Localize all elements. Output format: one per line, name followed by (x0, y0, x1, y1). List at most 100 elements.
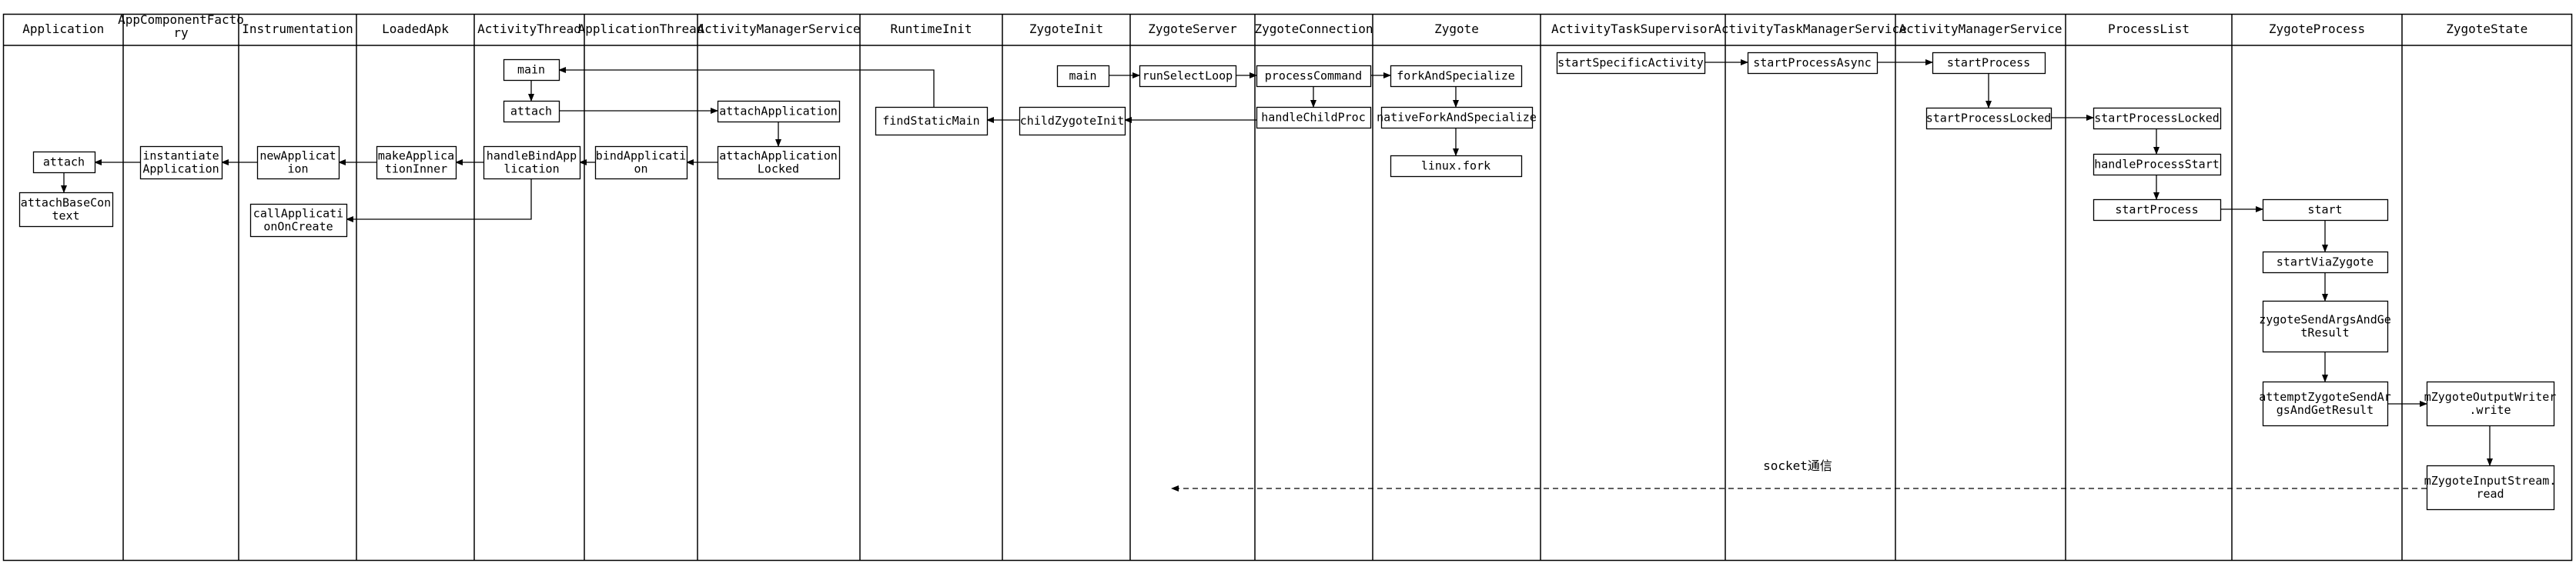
node-box (1019, 106, 1126, 136)
node-z_linuxfork: linux.fork (1390, 155, 1523, 178)
node-ams2_startProcess: startProcess (1932, 52, 2046, 75)
node-box (2093, 107, 2222, 130)
lane-title-instrumentation: Instrumentation (242, 22, 353, 36)
node-label: startSpecificActivity (1557, 56, 1704, 70)
node-box (1380, 106, 1534, 129)
node-zc_handleChildProc: handleChildProc (1256, 106, 1372, 129)
lane-title-application: Application (22, 22, 104, 36)
edge-at_handleBindApplication-to-inst_callOnCreate (346, 178, 532, 222)
node-label: main (517, 63, 545, 77)
lane-title-processlist: ProcessList (2108, 22, 2190, 36)
node-box (503, 100, 560, 123)
lane-title-zygoteserver: ZygoteServer (1148, 22, 1237, 36)
node-at_main: main (503, 58, 560, 82)
lane-title-activitytaskmanagerservice: ActivityTaskManagerService (1714, 22, 1906, 36)
edge-ri_findStaticMain-to-at_main (558, 67, 935, 107)
node-box (1390, 155, 1523, 178)
node-label: nativeForkAndSpecialize (1377, 111, 1537, 125)
node-atms_startProcessAsync: startProcessAsync (1747, 52, 1878, 75)
node-ri_findStaticMain: findStaticMain (875, 106, 989, 136)
node-box (249, 203, 348, 238)
node-box (2093, 153, 2222, 176)
node-box (503, 58, 560, 82)
node-z_forkAndSpecialize: forkAndSpecialize (1390, 65, 1523, 88)
node-box (2262, 381, 2389, 427)
node-ats_startSpecificActivity: startSpecificActivity (1556, 52, 1706, 75)
node-label: mZygoteInputStream.read (2424, 474, 2557, 501)
node-at_attach: attach (503, 100, 560, 123)
node-label: startProcessAsync (1753, 56, 1872, 70)
node-label: linux.fork (1421, 159, 1490, 173)
node-ams_attachApplication: attachApplication (717, 100, 841, 123)
node-box (1747, 52, 1878, 75)
lane-title-zygote: Zygote (1434, 22, 1479, 36)
lane-dividers (122, 14, 2403, 561)
node-zc_processCommand: processCommand (1256, 65, 1372, 88)
node-zi_childZygoteInit: childZygoteInit (1019, 106, 1126, 136)
lane-title-loadedapk: LoadedApk (382, 22, 449, 36)
lane-title-activitymanagerservice-2: ActivityManagerService (1899, 22, 2062, 36)
node-zst_inputRead: mZygoteInputStream.read (2424, 465, 2557, 511)
node-label: startProcess (2115, 203, 2198, 217)
node-zi_main: main (1056, 65, 1110, 88)
node-label: startViaZygote (2277, 255, 2374, 269)
node-zp_startViaZygote: startViaZygote (2262, 251, 2389, 274)
node-label: attach (43, 155, 85, 169)
lane-title-zygotestate: ZygoteState (2446, 22, 2527, 36)
node-label: start (2307, 203, 2342, 217)
node-zp_start: start (2262, 198, 2389, 222)
node-pl_handleProcessStart: handleProcessStart (2093, 153, 2222, 176)
node-zst_outputWrite: mZygoteOutputWriter.write (2424, 381, 2556, 427)
node-label: findStaticMain (882, 114, 979, 128)
diagram-frame (2, 13, 2573, 562)
node-zs_runSelectLoop: runSelectLoop (1139, 65, 1237, 88)
node-pl_startProcess: startProcess (2093, 198, 2222, 222)
node-label: handleChildProc (1261, 111, 1365, 125)
node-box (2426, 381, 2555, 427)
node-app_attach: attach (32, 151, 96, 174)
node-box (717, 100, 841, 123)
node-box (376, 145, 457, 180)
lane-title-zygoteconnection: ZygoteConnection (1254, 22, 1373, 36)
node-box (1056, 65, 1110, 88)
node-pl_startProcessLocked: startProcessLocked (2093, 107, 2222, 130)
lane-title-applicationthread: ApplicationThread (578, 22, 704, 36)
node-box (1139, 65, 1237, 88)
node-box (1556, 52, 1706, 75)
node-box (483, 145, 581, 180)
node-box (2093, 198, 2222, 222)
node-box (2262, 198, 2389, 222)
node-label: attachApplication (719, 105, 838, 118)
node-box (2262, 300, 2389, 353)
node-box (1256, 106, 1372, 129)
node-label: main (1069, 69, 1096, 83)
node-box (1925, 107, 2052, 130)
node-box (18, 192, 114, 228)
lane-title-activitytasksupervisor: ActivityTaskSupervisor (1551, 22, 1715, 36)
lane-title-activitythread: ActivityThread (477, 22, 581, 36)
node-label: childZygoteInit (1020, 114, 1124, 128)
node-box (2426, 465, 2555, 511)
node-box (1932, 52, 2046, 75)
node-label: startProcessLocked (2094, 112, 2220, 125)
node-label: processCommand (1265, 69, 1362, 83)
lane-title-runtimeinit: RuntimeInit (891, 22, 972, 36)
